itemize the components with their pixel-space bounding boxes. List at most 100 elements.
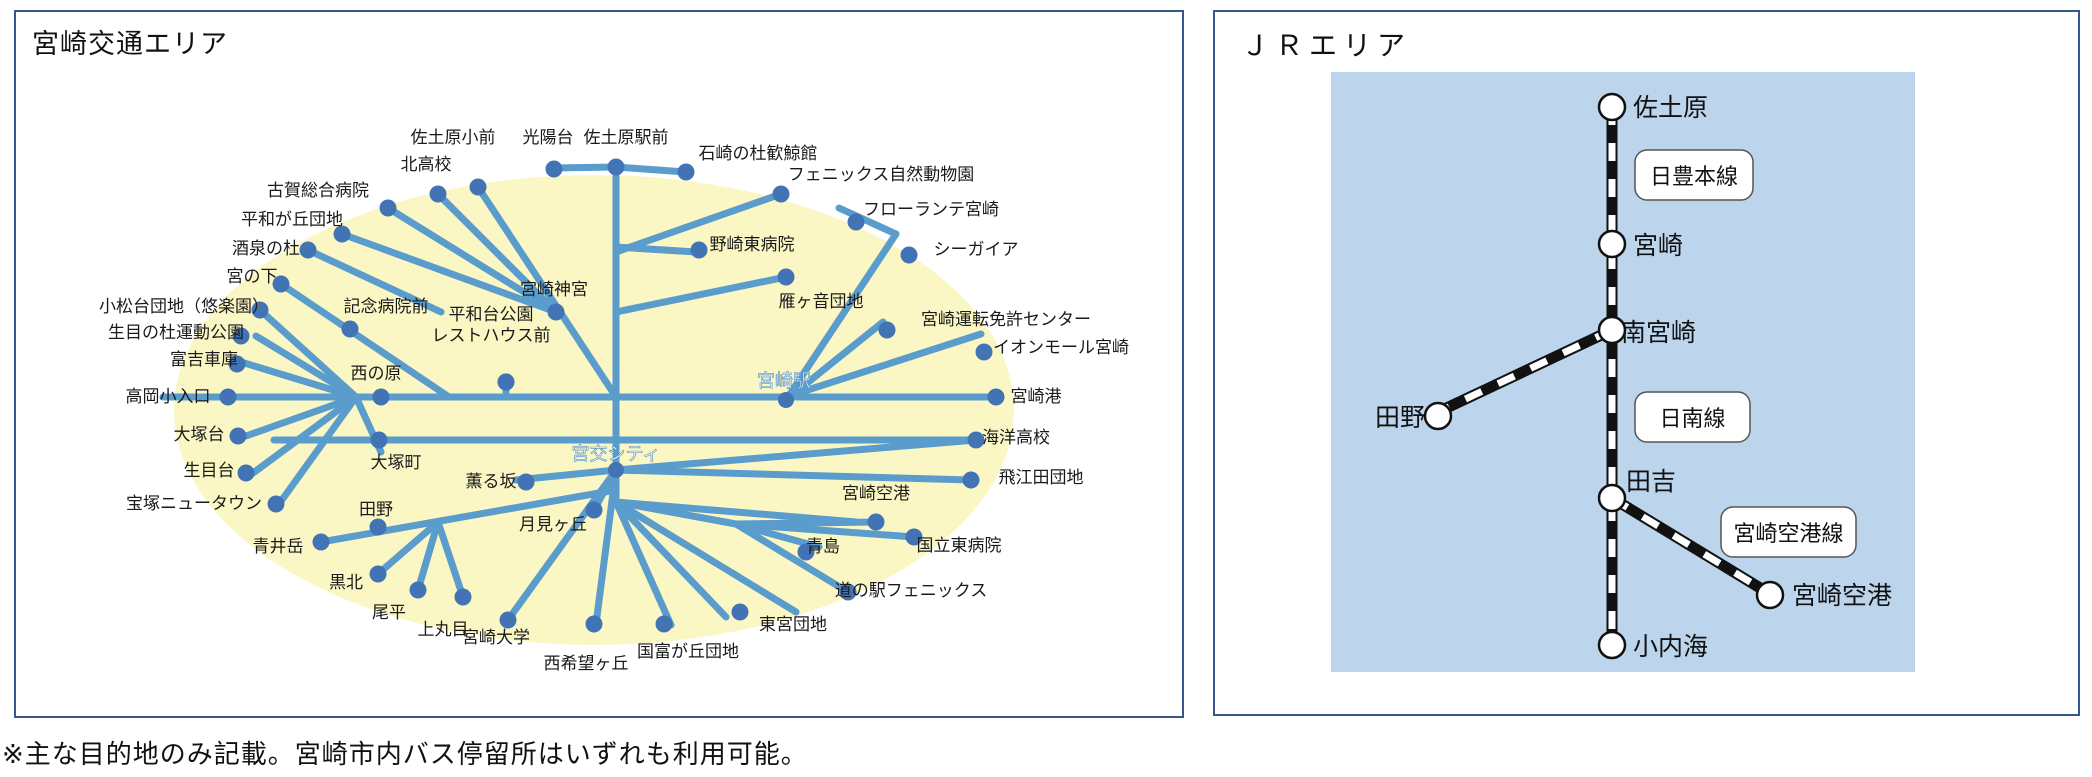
bus-stop-marker: [967, 431, 985, 449]
jr-station-label: 宮崎空港: [1792, 581, 1892, 610]
jr-line-badge: [1720, 506, 1857, 558]
jr-line-badge: [1634, 149, 1754, 201]
bus-stop-label: 国立東病院: [917, 536, 1002, 556]
bus-stop-label: 青井岳: [253, 537, 304, 557]
bus-stop-marker: [900, 246, 918, 264]
jr-lines: [1435, 107, 1773, 645]
bus-stop-marker: [847, 213, 865, 231]
bus-stop-marker: [232, 327, 250, 345]
jr-line-badge: [1634, 391, 1751, 443]
bus-stop-marker: [272, 275, 290, 293]
hub-marker: [778, 392, 794, 408]
bus-stop-label: 宮の下: [227, 267, 278, 287]
bus-stop-marker: [228, 355, 246, 373]
bus-stop-label: 黒北: [329, 573, 363, 593]
bus-stop-label: 薫る坂: [466, 472, 517, 492]
bus-stop-marker: [379, 199, 397, 217]
bus-stop-label: 古賀総合病院: [267, 181, 369, 201]
bus-stop-marker: [237, 464, 255, 482]
bus-stop-marker: [777, 268, 795, 286]
jr-station-marker: [1597, 229, 1627, 259]
bus-stop-marker: [517, 473, 535, 491]
bus-stop-marker: [341, 320, 359, 338]
bus-stop-label: 野崎東病院: [710, 235, 795, 255]
bus-stop-label: 宮崎運転免許センター: [921, 310, 1091, 330]
hub-marker: [608, 462, 624, 478]
jr-station-label: 宮崎: [1633, 231, 1683, 260]
bus-stop-marker: [299, 241, 317, 259]
bus-stop-marker: [797, 543, 815, 561]
bus-stop-label: 酒泉の杜: [232, 239, 300, 259]
bus-stop-marker: [312, 533, 330, 551]
bus-stop-marker: [839, 583, 857, 601]
jr-area-panel: ＪＲエリア 佐土原宮崎南宮崎田野田吉宮崎空港小内海 日豊本線日南線宮崎空港線: [1213, 10, 2080, 716]
footnote: ※主な目的地のみ記載。宮崎市内バス停留所はいずれも利用可能。: [2, 740, 808, 770]
hub-label: 宮崎駅: [757, 371, 811, 392]
bus-stop-marker: [905, 528, 923, 546]
bus-stop-label: 青島: [806, 537, 840, 557]
bus-area-title: 宮崎交通エリア: [32, 29, 228, 60]
bus-stop-marker: [372, 388, 390, 406]
jr-station-marker: [1597, 315, 1627, 345]
jr-track: [1610, 495, 1772, 597]
bus-stop-marker: [454, 588, 472, 606]
bus-stop-marker: [251, 301, 269, 319]
bus-stop-marker: [607, 158, 625, 176]
jr-map-background: [1331, 72, 1915, 672]
jr-station-marker: [1597, 92, 1627, 122]
bus-stop-label: シーガイア: [934, 240, 1019, 260]
bus-stop-label: 平和台公園: [449, 305, 534, 325]
bus-stop-marker: [547, 303, 565, 321]
bus-route-map: 佐土原小前光陽台佐土原駅前石崎の杜歓鯨館フェニックス自然動物園北高校古賀総合病院…: [99, 128, 1129, 674]
bus-stop-label: 大塚町: [371, 453, 422, 473]
bus-stop-marker: [987, 388, 1005, 406]
bus-stop-marker: [975, 343, 993, 361]
bus-stop-label: 佐土原駅前: [584, 128, 669, 148]
bus-stop-label: 北高校: [401, 155, 452, 175]
bus-stop-marker: [497, 373, 515, 391]
bus-stop-label: 光陽台: [523, 128, 574, 148]
bus-stop-marker: [585, 615, 603, 633]
bus-stop-label: 国富が丘団地: [637, 642, 739, 662]
bus-stop-marker: [409, 581, 427, 599]
bus-stop-label: 富吉車庫: [170, 350, 238, 370]
bus-stops: [219, 158, 1005, 633]
bus-stop-marker: [499, 611, 517, 629]
jr-line-label: 日南線: [1659, 407, 1725, 432]
bus-stop-label: 海洋高校: [982, 428, 1050, 448]
bus-stop-label: 大塚台: [174, 425, 225, 445]
bus-stop-label: 西希望ヶ丘: [544, 654, 629, 674]
bus-stop-label: 雁ヶ音団地: [779, 292, 864, 312]
bus-stop-marker: [867, 513, 885, 531]
bus-stop-label: 東宮団地: [759, 615, 827, 635]
bus-stop-label: 田野: [359, 500, 393, 520]
bus-stop-marker: [655, 615, 673, 633]
bus-stop-marker: [731, 603, 749, 621]
jr-station-label: 田野: [1375, 403, 1425, 432]
bus-stop-marker: [229, 427, 247, 445]
jr-line-label: 宮崎空港線: [1733, 522, 1843, 547]
jr-station-label: 小内海: [1633, 632, 1708, 661]
jr-station-marker: [1423, 401, 1453, 431]
bus-stop-label: レストハウス前: [432, 326, 551, 346]
bus-stop-label: 月見ヶ丘: [519, 515, 587, 535]
jr-station-label: 佐土原: [1633, 93, 1708, 122]
jr-station-marker: [1755, 580, 1785, 610]
bus-stop-marker: [772, 185, 790, 203]
bus-stop-marker: [469, 178, 487, 196]
bus-area-panel: 宮崎交通エリア 佐土原小前光陽台佐土原駅前石崎の杜歓鯨館フェニックス自然動物園北…: [14, 10, 1184, 718]
bus-stop-label: 宝塚ニュータウン: [126, 494, 262, 514]
bus-stop-label: 道の駅フェニックス: [835, 581, 988, 601]
bus-stop-label: フローランテ宮崎: [863, 200, 999, 220]
bus-stop-label: 上丸目: [418, 620, 469, 640]
jr-line-label: 日豊本線: [1650, 165, 1738, 190]
bus-stop-marker: [545, 160, 563, 178]
bus-stop-label: イオンモール宮崎: [993, 338, 1129, 358]
bus-stop-marker: [370, 431, 388, 449]
bus-stop-label: 平和が丘団地: [241, 210, 343, 230]
bus-stop-label: 宮崎神宮: [520, 280, 588, 300]
hub-label: 宮交シティ: [572, 444, 661, 465]
